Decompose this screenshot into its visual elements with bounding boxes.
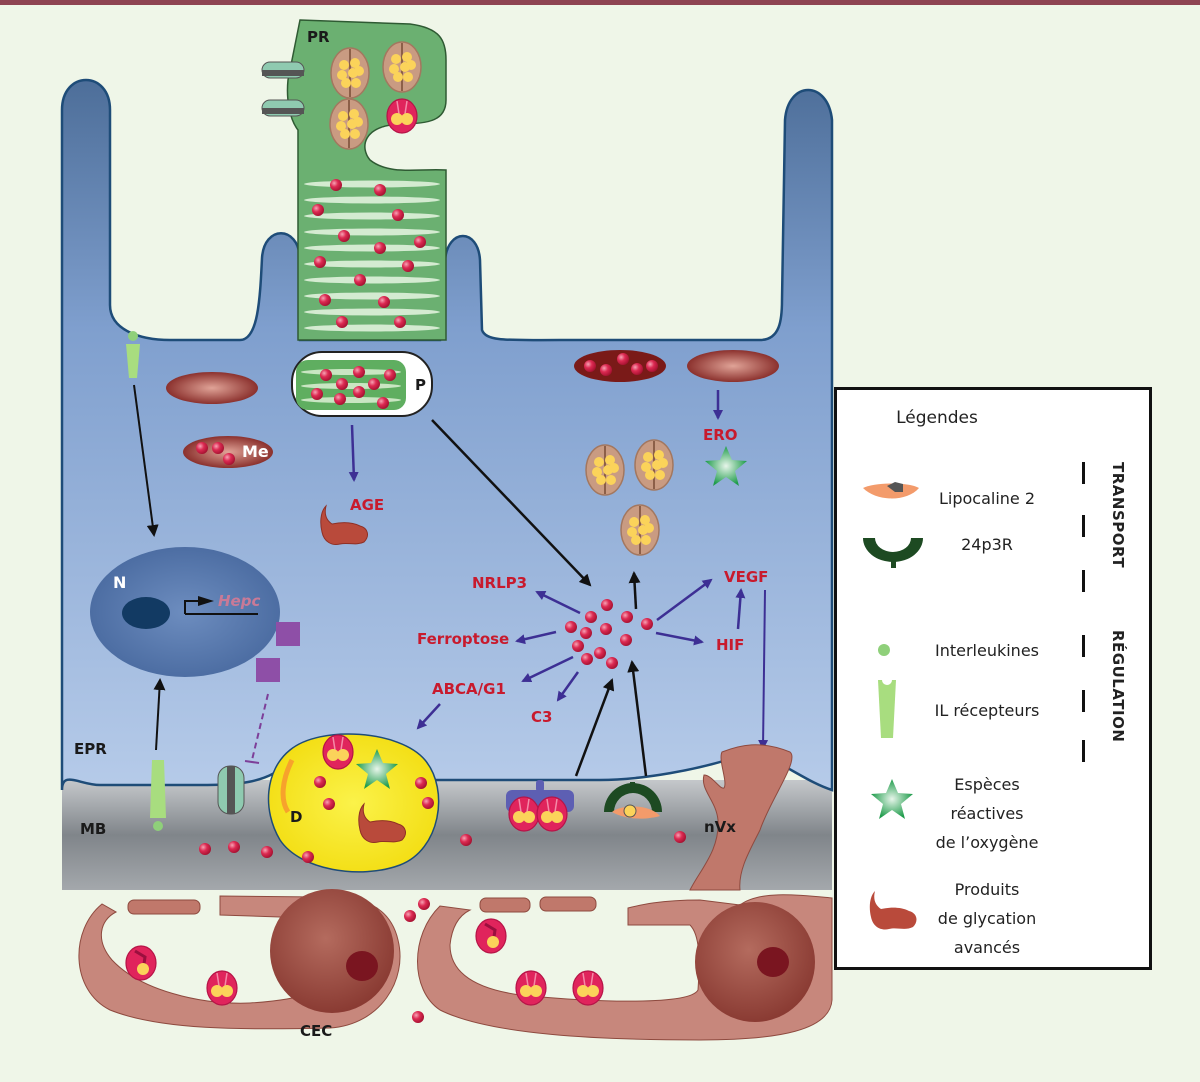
arrow-c3: [556, 671, 580, 702]
arrow-hif: [655, 631, 704, 646]
neovessel: [689, 744, 793, 891]
label-melanosome: Me: [242, 442, 269, 461]
ion-channel-icon: [261, 61, 305, 117]
arrow-vegf-to-nvx: [758, 589, 769, 750]
24p3r-receptor-icon: [863, 538, 923, 568]
legend-panel: Légendes Lipocaline 2 24p3R Interleukine…: [834, 387, 1152, 970]
ferroportin-icon: [217, 765, 245, 815]
transferrin-receptor-icon: [506, 780, 574, 832]
legend-divider: [1082, 740, 1085, 762]
label-cec: CEC: [300, 1022, 332, 1040]
il-receptor-icon: [150, 760, 166, 818]
label-vegf: VEGF: [724, 568, 768, 586]
legend-item-ros: Espèces réactives de l’oxygène: [935, 775, 1039, 852]
label-nlrp3: NRLP3: [472, 574, 527, 592]
legend-item-age: Produits de glycation avancés: [937, 880, 1037, 957]
arrow-phagosome-to-pool: [431, 419, 592, 587]
interleukin-icon: [153, 821, 163, 831]
legend-title: Légendes: [896, 408, 978, 428]
top-bar: [0, 0, 1200, 5]
gene-promoter-icon: [184, 600, 258, 615]
label-ferroptosis: Ferroptose: [417, 630, 509, 648]
arrow-age: [348, 424, 359, 482]
arrow-il-to-nucleus: [133, 384, 159, 537]
label-photoreceptor: PR: [307, 28, 330, 46]
melanosome-2: [687, 350, 779, 382]
melanosome-iron-2: [574, 350, 666, 382]
label-age: AGE: [350, 496, 384, 514]
legend-divider: [1082, 570, 1085, 592]
arrow-vegf: [656, 578, 713, 622]
arrow-lcn2-to-pool: [627, 660, 648, 777]
label-abca: ABCA/G1: [432, 680, 506, 698]
il-receptor-icon: [878, 680, 896, 738]
label-hepc: Hepc: [218, 592, 260, 610]
label-ros: ERO: [703, 426, 738, 444]
il-receptor-icon: [126, 344, 140, 378]
label-nucleus: N: [113, 573, 126, 592]
arrow-abca: [521, 655, 574, 683]
hepcidin-icon: [256, 658, 280, 682]
arrow-ferroptosis: [515, 630, 557, 645]
arrow-nlrp3: [535, 590, 581, 615]
arrow-hif-to-vegf: [735, 588, 746, 630]
hepcidin-icon: [276, 622, 300, 646]
legend-item-24p3r: 24p3R: [961, 535, 1013, 554]
interleukin-icon: [128, 331, 138, 341]
legend-category-transport: TRANSPORT: [1109, 462, 1127, 569]
photoreceptor-discs: [304, 180, 440, 332]
age-icon: [869, 891, 917, 930]
legend-divider: [1082, 462, 1085, 484]
label-neovessel: nVx: [704, 818, 736, 836]
interleukin-icon: [878, 644, 890, 656]
drusen: [267, 733, 440, 873]
melanosome: [166, 372, 258, 404]
label-bruch-membrane: MB: [80, 820, 106, 838]
label-phagosome: P: [415, 376, 426, 394]
legend-divider: [1082, 635, 1085, 657]
choroid-capillary-right: [417, 894, 833, 1041]
label-c3: C3: [531, 708, 552, 726]
arrow-tfr-to-pool: [574, 678, 615, 777]
label-rpe: EPR: [74, 740, 107, 758]
lipocalin-2-icon: [863, 482, 919, 499]
legend-divider: [1082, 515, 1085, 537]
label-drusen: D: [290, 808, 302, 826]
arrow-pool-to-ferritin: [628, 571, 641, 610]
legend-category-regulation: RÉGULATION: [1109, 630, 1127, 743]
arrow-il-up: [153, 678, 166, 751]
inhibition-line: [251, 693, 269, 761]
legend-item-il-receptors: IL récepteurs: [934, 701, 1040, 720]
nucleolus: [122, 597, 170, 629]
phagosome: [291, 351, 433, 417]
ros-star-icon: [871, 779, 913, 819]
arrow-abca-to-drusen: [416, 703, 441, 730]
24p3r-receptor-icon: [604, 782, 662, 819]
legend-item-lipocalin: Lipocaline 2: [938, 489, 1036, 508]
legend-item-interleukins: Interleukines: [934, 641, 1039, 660]
label-hif: HIF: [716, 636, 744, 654]
legend-divider: [1082, 690, 1085, 712]
choroid-capillary-left: [78, 889, 401, 1030]
